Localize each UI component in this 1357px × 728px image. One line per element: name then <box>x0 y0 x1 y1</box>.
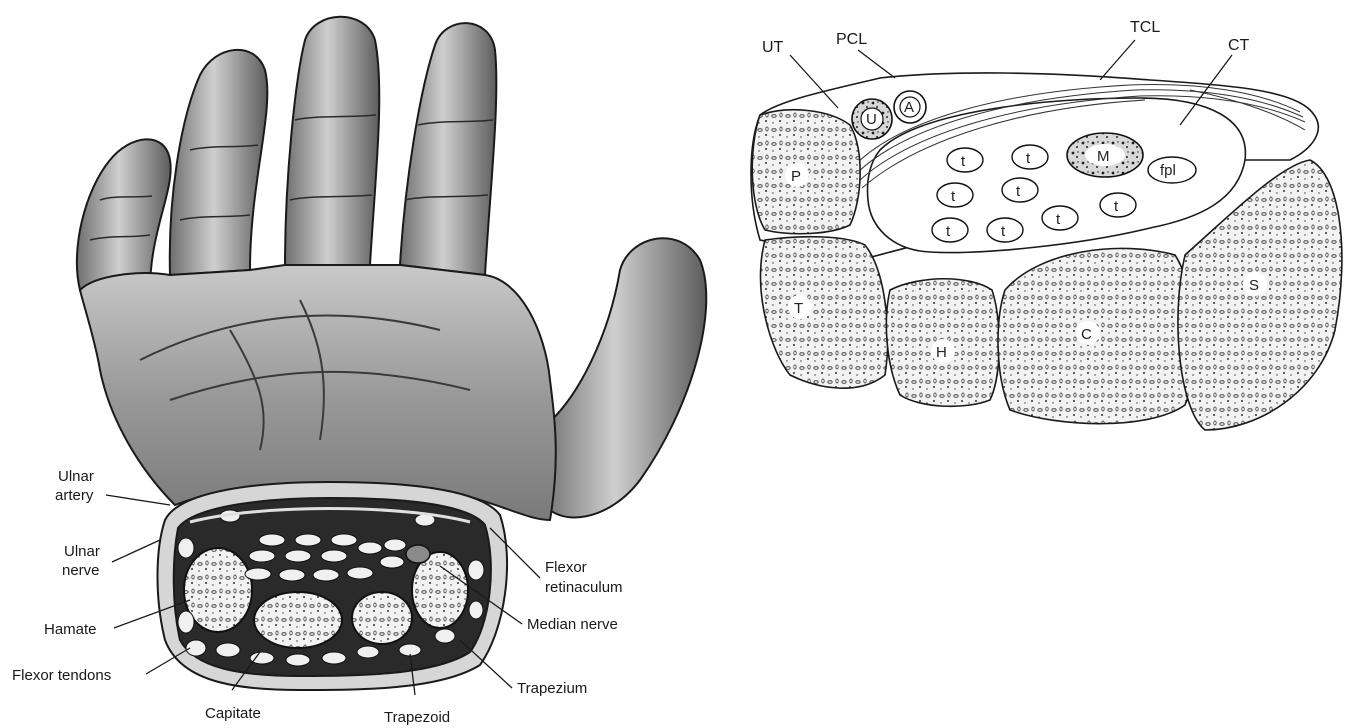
label-ulnar-nerve-2: nerve <box>62 562 100 579</box>
label-h: H <box>936 344 947 361</box>
label-ulnar-nerve-1: Ulnar <box>64 543 100 560</box>
middle-finger <box>285 17 379 265</box>
label-p: P <box>791 168 801 185</box>
right-labels: UT PCL TCL CT <box>762 19 1250 56</box>
label-pcl: PCL <box>836 31 867 48</box>
label-t: T <box>794 300 803 317</box>
label-ct: CT <box>1228 37 1250 54</box>
capitate-bone <box>254 592 342 648</box>
label-a: A <box>904 99 914 116</box>
trapezoid-bone <box>352 592 412 644</box>
label-ulnar-artery-2: artery <box>55 487 94 504</box>
ring-finger <box>170 50 268 275</box>
label-ulnar-artery-1: Ulnar <box>58 468 94 485</box>
label-ut: UT <box>762 39 784 56</box>
label-c: C <box>1081 326 1092 343</box>
label-fpl: fpl <box>1160 162 1176 179</box>
label-hamate: Hamate <box>44 621 97 638</box>
label-u: U <box>866 111 877 128</box>
triquetrum-bone <box>761 237 888 388</box>
label-m: M <box>1097 148 1110 165</box>
label-capitate: Capitate <box>205 705 261 722</box>
label-s: S <box>1249 277 1259 294</box>
little-finger <box>77 139 171 290</box>
label-trapezoid: Trapezoid <box>384 709 450 726</box>
label-flexor-retinaculum-1: Flexor <box>545 559 587 576</box>
label-median-nerve: Median nerve <box>527 616 618 633</box>
median-nerve <box>406 545 430 563</box>
label-trapezium: Trapezium <box>517 680 587 697</box>
index-finger <box>400 23 496 275</box>
thumb <box>540 238 706 517</box>
wrist-cross-section <box>158 482 508 690</box>
label-flexor-tendons: Flexor tendons <box>12 667 111 684</box>
carpal-tunnel-diagram: U A M fpl t t t t t t t t <box>751 40 1342 430</box>
label-flexor-retinaculum-2: retinaculum <box>545 579 623 596</box>
label-tcl: TCL <box>1130 19 1160 36</box>
